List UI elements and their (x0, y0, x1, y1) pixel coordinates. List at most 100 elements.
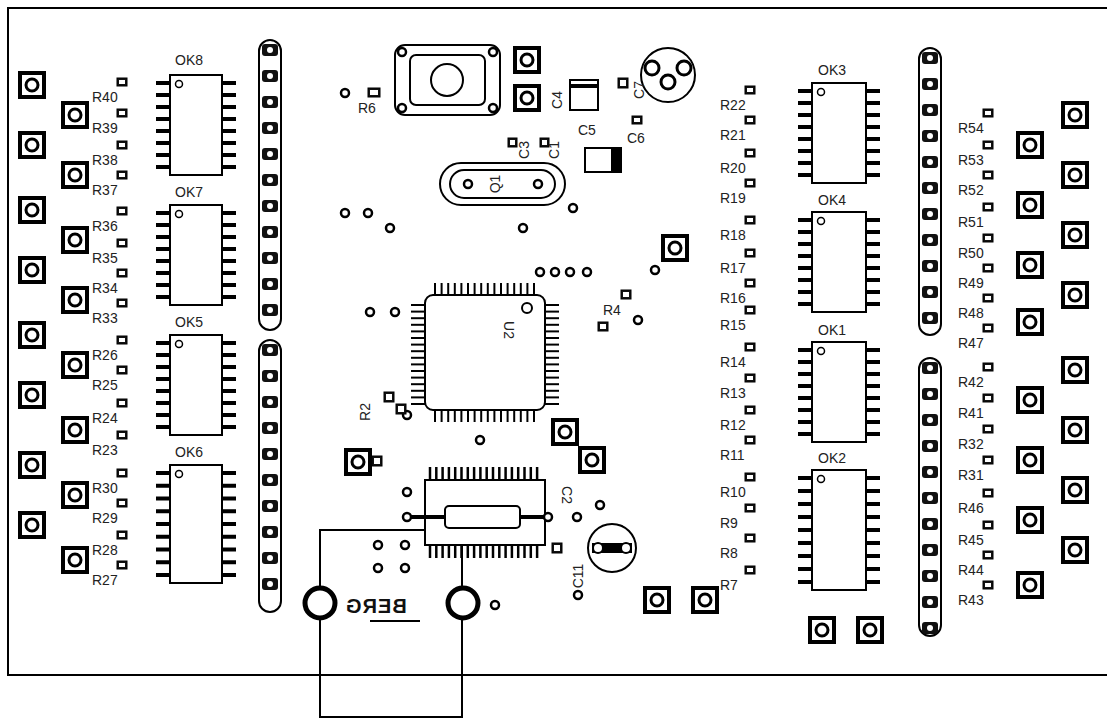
pad-hole (1069, 484, 1081, 496)
header-hole (927, 159, 933, 165)
smd-pad-inner (119, 368, 125, 372)
ic-pin (222, 497, 236, 501)
ic-pin (222, 573, 236, 577)
optocoupler-designator: OK1 (818, 322, 846, 338)
header-hole (267, 555, 273, 561)
ic-pin (222, 341, 236, 345)
ic-pin (866, 554, 880, 558)
resistor-designator: R27 (92, 572, 118, 588)
header-pad (922, 182, 938, 194)
smd-pad (983, 456, 993, 464)
header-pad (922, 362, 938, 374)
ic-pin (222, 165, 236, 169)
ic-pin (222, 117, 236, 121)
ic-pin (222, 471, 236, 475)
resistor-designator: R25 (92, 377, 118, 393)
ic-pin (222, 522, 236, 526)
via-hole (401, 564, 409, 572)
resistor-designator: R41 (958, 405, 984, 421)
ic-pin (435, 467, 438, 480)
pad-hole (1069, 229, 1081, 241)
pad-hole (26, 459, 38, 471)
square-pad (553, 420, 577, 444)
ic-pin (156, 153, 170, 157)
ic-body (812, 342, 866, 442)
resistor-designator: R23 (92, 442, 118, 458)
pad-hole (1024, 316, 1036, 328)
ic-pin (866, 218, 880, 222)
ic-pin (798, 528, 812, 532)
via-hole (489, 48, 497, 56)
ic-pin (441, 467, 444, 480)
smd-pad (745, 279, 755, 287)
optocoupler-designator: OK8 (175, 52, 203, 68)
square-pad (1018, 133, 1042, 157)
ic-pin (545, 403, 559, 405)
pin1-mark (176, 81, 183, 88)
via-hole (476, 436, 484, 444)
ic-pin (545, 377, 559, 379)
smd-pad-inner (985, 173, 991, 177)
smd-pad-inner (985, 326, 991, 330)
ic-pin (798, 113, 812, 117)
ic-pin (866, 408, 880, 412)
resistor-designator: R48 (958, 305, 984, 321)
ic-pin (536, 545, 539, 558)
smd-pad (621, 290, 631, 299)
header-hole (927, 365, 933, 371)
smd-pad-inner (747, 506, 753, 510)
ic-pin (866, 149, 880, 153)
smd-pad-inner (985, 205, 991, 209)
resistor-designator: R33 (92, 310, 118, 326)
smd-pad-inner (747, 308, 753, 312)
ic-pin (866, 278, 880, 282)
via-hole (341, 209, 349, 217)
header-pad (262, 448, 278, 460)
square-pad (515, 86, 539, 110)
header-hole (927, 521, 933, 527)
header-pad (262, 96, 278, 108)
ic-pin (798, 554, 812, 558)
ic-pin (411, 370, 425, 372)
mount-hole (305, 588, 335, 618)
ic-pin (545, 317, 559, 319)
header-hole (267, 503, 273, 509)
ic-pin (545, 324, 559, 326)
smd-pad-inner (747, 475, 753, 479)
ic-pin (866, 113, 880, 117)
smd-pad-inner (747, 181, 753, 185)
header-hole (267, 255, 273, 261)
ic-pin (473, 545, 476, 558)
resistor-designator: R30 (92, 480, 118, 496)
header-hole (927, 469, 933, 475)
ic-pin (798, 408, 812, 412)
smd-pad (117, 469, 127, 477)
header-hole (927, 263, 933, 269)
ic-pin (798, 432, 812, 436)
ic-pin (866, 432, 880, 436)
smd-pad (745, 306, 755, 314)
ic-pin (156, 129, 170, 133)
pin1-mark (176, 471, 183, 478)
resistor-designator: R13 (720, 385, 746, 401)
ic-pin (156, 471, 170, 475)
electrolytic-outline (588, 524, 636, 572)
resistor-designator: R22 (720, 97, 746, 113)
header-hole (267, 281, 273, 287)
resistor-designator: R24 (92, 410, 118, 426)
ic-pin (156, 573, 170, 577)
ic-pin (222, 365, 236, 369)
pad-hole (69, 234, 81, 246)
ic-pin (411, 363, 425, 365)
pad-hole (69, 109, 81, 121)
ic-pin (530, 545, 533, 558)
header-pad (922, 518, 938, 530)
ic-pin (222, 211, 236, 215)
component-designator: C3 (516, 141, 532, 159)
optocoupler-designator: OK5 (175, 314, 203, 330)
ic-pin (411, 304, 425, 306)
smd-pad-inner (620, 80, 626, 86)
smd-pad-inner (119, 80, 125, 84)
square-pad (63, 353, 87, 377)
ic-pin (222, 353, 236, 357)
